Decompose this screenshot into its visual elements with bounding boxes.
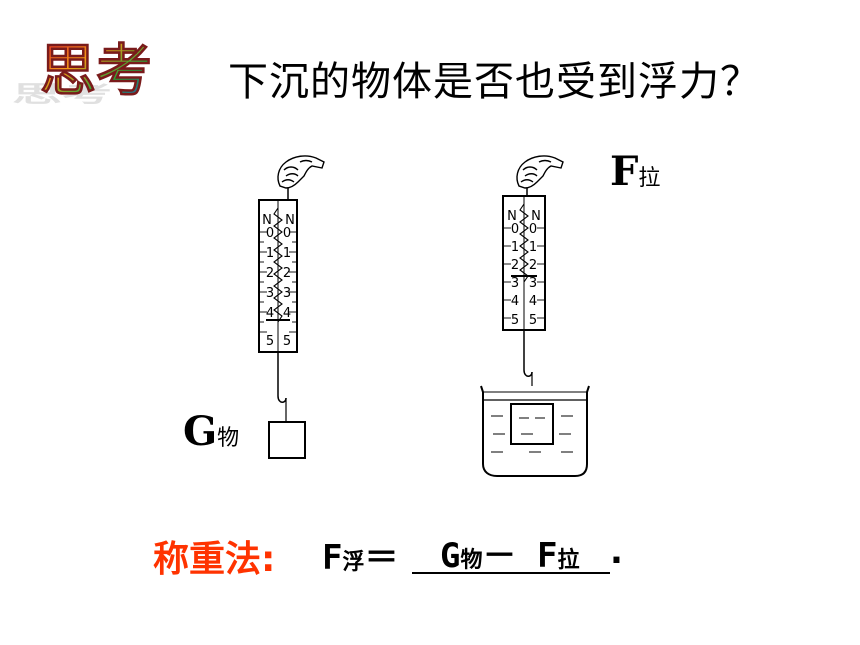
scale-num-5-right: 5 — [283, 334, 291, 349]
scale-mark-n-left: N — [507, 209, 517, 224]
formula-f-sub: 浮 — [342, 550, 365, 575]
formula-answer: G物－ F拉 — [440, 528, 579, 577]
spring-coil — [273, 207, 283, 323]
submerged-block — [510, 403, 554, 445]
bottom-hook — [277, 395, 287, 403]
formula-lhs: F浮＝ — [322, 530, 399, 579]
answer-blank-underline — [412, 572, 610, 574]
g-object-sub: 物 — [217, 426, 240, 451]
block-water-lines — [519, 417, 545, 435]
hand-icon — [277, 155, 325, 189]
scale-num-1-left: 1 — [266, 246, 274, 261]
scale-num-2-left: 2 — [266, 266, 274, 281]
g-object-label: G物 — [183, 408, 239, 455]
scale-num-3-left: 3 — [511, 276, 519, 291]
answer-minus: － — [482, 536, 517, 576]
bottom-hook — [523, 369, 533, 377]
spring-coil — [519, 203, 529, 283]
scale-ticks — [504, 227, 544, 319]
answer-f: F — [536, 536, 558, 576]
logo-reflection: 思考 — [12, 82, 112, 108]
scale-num-1-left: 1 — [511, 240, 519, 255]
scale-num-2-right: 2 — [283, 266, 291, 281]
answer-g: G — [440, 536, 461, 576]
scale-num-0-right: 0 — [529, 222, 537, 237]
scale-num-0-left: 0 — [511, 222, 519, 237]
thinking-logo: 思考 思考 — [12, 39, 152, 108]
answer-g-sub: 物 — [460, 548, 483, 573]
scale-num-1-right: 1 — [529, 240, 537, 255]
formula-period: . — [610, 532, 623, 572]
question-text: 下沉的物体是否也受到浮力？ — [228, 59, 761, 105]
scale-num-2-right: 2 — [529, 258, 537, 273]
f-pull-label: F拉 — [610, 148, 660, 195]
hand-icon — [516, 155, 564, 189]
scale-mark-n-right: N — [531, 209, 541, 224]
water-lines — [491, 415, 573, 453]
logo-text: 思考 — [40, 39, 152, 104]
scale-mark-n-right: N — [285, 213, 295, 228]
scale-num-3-right: 3 — [283, 286, 291, 301]
scale-num-4-left: 4 — [266, 306, 274, 321]
formula-f: F — [322, 538, 343, 578]
f-pull-sub: 拉 — [638, 166, 661, 191]
f-pull-main: F — [610, 148, 639, 195]
answer-f-sub: 拉 — [557, 548, 580, 573]
scale-num-0-left: 0 — [266, 226, 274, 241]
formula-equals: ＝ — [364, 538, 399, 578]
scale-num-4-left: 4 — [511, 294, 519, 309]
scale-num-3-right: 3 — [529, 276, 537, 291]
method-label: 称重法: — [153, 539, 276, 580]
object-block — [268, 421, 306, 459]
scale-num-5-left: 5 — [266, 334, 274, 349]
scale-num-5-right: 5 — [529, 313, 537, 328]
scale-num-3-left: 3 — [266, 286, 274, 301]
scale-mark-n-left: N — [262, 213, 272, 228]
scale-num-4-right: 4 — [529, 294, 537, 309]
left-spring-scale-diagram: N N 0 0 1 1 2 2 3 3 4 4 5 5 — [258, 155, 325, 459]
right-spring-scale-diagram: N N 0 0 1 1 2 2 3 3 4 4 5 5 — [480, 155, 590, 477]
scale-num-2-left: 2 — [511, 258, 519, 273]
scale-num-4-right: 4 — [283, 306, 291, 321]
scale-ticks — [260, 231, 296, 333]
scale-num-1-right: 1 — [283, 246, 291, 261]
scale-num-0-right: 0 — [283, 226, 291, 241]
scale-num-5-left: 5 — [511, 313, 519, 328]
g-object-main: G — [183, 408, 218, 455]
